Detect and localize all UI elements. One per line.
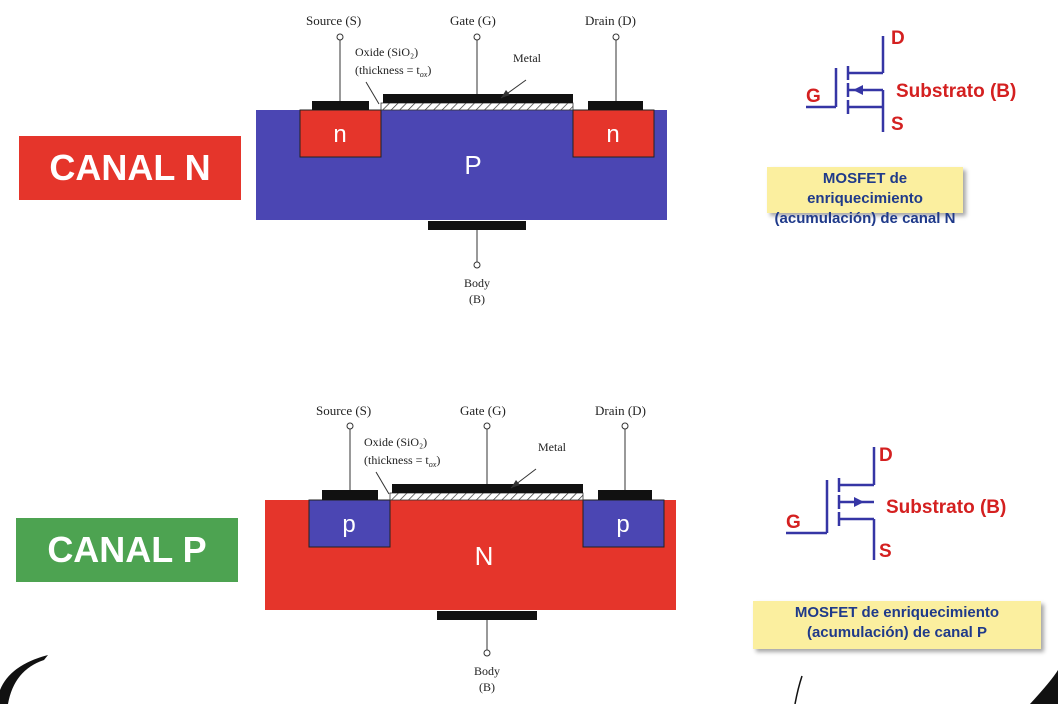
p-well-drain-letter: p xyxy=(616,511,629,538)
nmos-gate-label: G xyxy=(806,86,821,107)
pmos-caption: MOSFET de enriquecimiento (acumulación) … xyxy=(753,601,1041,649)
metal-label: Metal xyxy=(538,440,567,454)
nmos-substrate-label: Substrato (B) xyxy=(896,81,1016,102)
nmos-symbol xyxy=(806,36,885,132)
nmos-source-label: S xyxy=(891,114,904,135)
pmos-drain-label: D xyxy=(879,445,893,466)
gate-label: Gate (G) xyxy=(460,403,506,418)
pmos-caption-line2: (acumulación) de canal P xyxy=(806,624,988,641)
oxide-label: Oxide (SiO₂) xyxy=(364,435,427,449)
n-well-source-letter: n xyxy=(333,121,346,148)
nmos-caption: MOSFET de enriquecimiento (acumulación) … xyxy=(767,167,963,227)
nmos-caption-line2: (acumulación) de canal N xyxy=(774,210,956,227)
nmos-drain-label: D xyxy=(891,28,905,49)
drain-contact xyxy=(598,490,652,500)
n-well-source xyxy=(299,109,382,158)
canal-n-title: CANAL N xyxy=(19,136,241,200)
n-well-drain-letter: n xyxy=(606,121,619,148)
body-label: Body xyxy=(474,664,500,678)
body-b-label: (B) xyxy=(479,680,495,694)
canal-p-title: CANAL P xyxy=(16,518,238,582)
oxide-thickness-label: (thickness = tox) xyxy=(355,63,431,79)
gate-metal xyxy=(383,94,573,103)
body-contact xyxy=(437,611,537,620)
nmos-caption-line1: MOSFET de enriquecimiento xyxy=(807,170,923,207)
oxide-layer xyxy=(380,102,574,111)
pmos-symbol xyxy=(786,447,876,560)
drain-contact xyxy=(588,101,643,110)
pmos-caption-line1: MOSFET de enriquecimiento xyxy=(794,604,1000,621)
source-label: Source (S) xyxy=(316,403,371,418)
gate-metal xyxy=(392,484,583,493)
body-b-label: (B) xyxy=(469,292,485,306)
corner-decoration-right xyxy=(1030,670,1058,704)
source-label: Source (S) xyxy=(306,13,361,28)
n-substrate-letter: N xyxy=(475,541,494,571)
drain-label: Drain (D) xyxy=(595,403,646,418)
body-contact xyxy=(428,221,526,230)
pmos-cross-section: Source (S) Gate (G) Drain (D) Oxide (SiO… xyxy=(265,403,676,694)
gate-label: Gate (G) xyxy=(450,13,496,28)
p-well-source-letter: p xyxy=(342,511,355,538)
pmos-gate-label: G xyxy=(786,512,801,533)
nmos-cross-section: Source (S) Gate (G) Drain (D) Oxide (SiO… xyxy=(256,13,667,306)
corner-decoration-mid xyxy=(794,675,803,704)
oxide-layer xyxy=(389,492,584,501)
pmos-source-label: S xyxy=(879,541,892,562)
p-substrate-letter: P xyxy=(464,150,481,180)
p-well-source xyxy=(308,499,391,548)
n-well-drain xyxy=(572,109,655,158)
drain-label: Drain (D) xyxy=(585,13,636,28)
corner-decoration-left xyxy=(0,655,48,704)
oxide-thickness-label: (thickness = tox) xyxy=(364,453,440,469)
oxide-label: Oxide (SiO₂) xyxy=(355,45,418,59)
metal-label: Metal xyxy=(513,51,542,65)
body-label: Body xyxy=(464,276,490,290)
source-contact xyxy=(322,490,378,500)
pmos-substrate-label: Substrato (B) xyxy=(886,497,1006,518)
source-contact xyxy=(312,101,369,110)
